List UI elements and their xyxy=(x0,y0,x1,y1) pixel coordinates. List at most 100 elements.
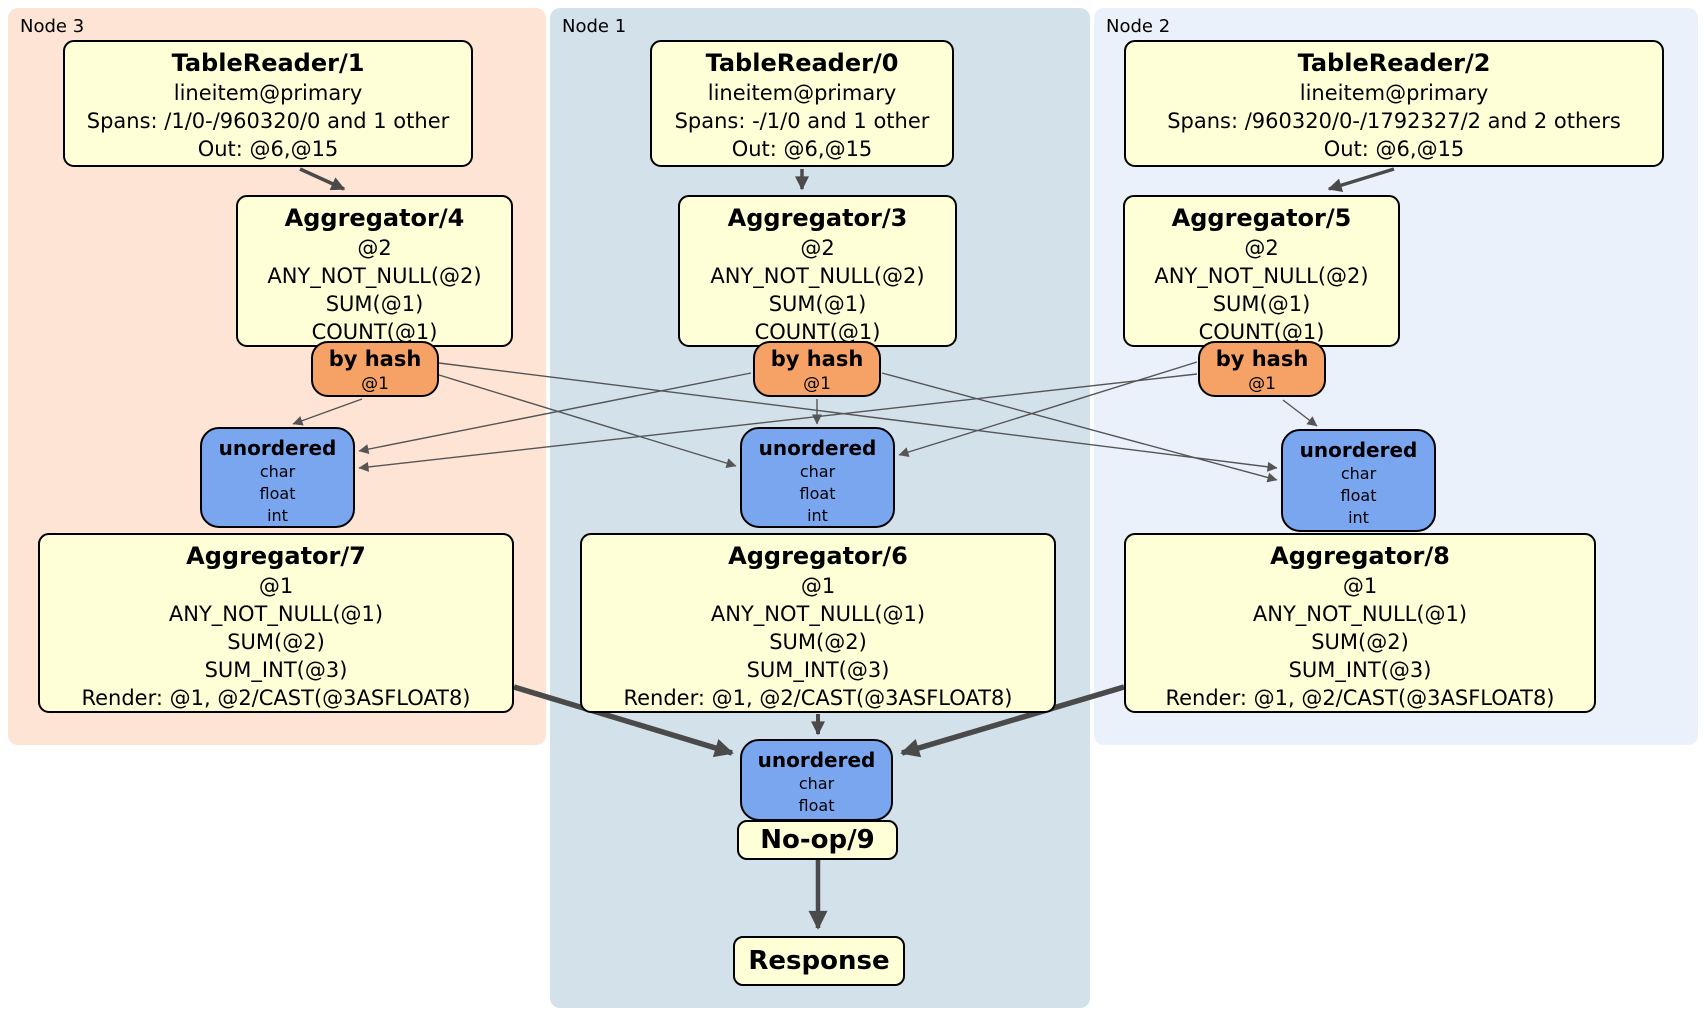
detail-line: Render: @1, @2/CAST(@3ASFLOAT8) xyxy=(81,686,471,710)
detail-line: SUM(@1) xyxy=(325,292,424,316)
processor-title: Aggregator/5 xyxy=(1171,204,1352,232)
detail-line: SUM_INT(@3) xyxy=(204,658,348,682)
edge-hash5-to-sync7 xyxy=(358,373,1198,472)
detail-line: COUNT(@1) xyxy=(311,320,438,344)
detail-line: char xyxy=(259,462,296,481)
edge-tr1-to-agg4 xyxy=(299,167,346,191)
detail-line: SUM(@2) xyxy=(1311,630,1409,654)
edge-hash5-to-sync6 xyxy=(898,361,1198,457)
processor-title: TableReader/0 xyxy=(705,49,899,77)
detail-line: Render: @1, @2/CAST(@3ASFLOAT8) xyxy=(1165,686,1555,710)
router-details: @1 xyxy=(1200,373,1324,395)
detail-line: Out: @6,@15 xyxy=(197,137,339,161)
detail-line: SUM(@2) xyxy=(227,630,325,654)
detail-line: float xyxy=(259,484,296,503)
region-node2-label: Node 2 xyxy=(1106,16,1171,37)
edge-hash4-to-sync6 xyxy=(438,374,737,468)
detail-line: char xyxy=(798,774,835,793)
edge-hash3-to-sync7 xyxy=(358,372,752,455)
edge-hash3-to-sync8 xyxy=(881,372,1278,483)
detail-line: @1 xyxy=(800,574,836,598)
region-node3-label: Node 3 xyxy=(20,16,85,37)
processor-title: Aggregator/7 xyxy=(186,542,366,570)
detail-line: char xyxy=(799,462,836,481)
router-by-hash-3: by hash @1 xyxy=(753,341,881,397)
detail-line: @2 xyxy=(357,236,392,260)
detail-line: lineitem@primary xyxy=(1299,81,1489,105)
sync-title: unordered xyxy=(218,436,337,460)
detail-line: @1 xyxy=(361,374,389,394)
router-by-hash-4: by hash @1 xyxy=(311,341,439,397)
detail-line: @2 xyxy=(800,236,835,260)
processor-title: Aggregator/6 xyxy=(728,542,908,570)
router-by-hash-5: by hash @1 xyxy=(1198,341,1326,397)
processor-title: TableReader/2 xyxy=(1297,49,1491,77)
edge-agg8-to-final-sync xyxy=(900,684,1125,758)
sync-title: unordered xyxy=(1299,438,1418,462)
region-node1-label: Node 1 xyxy=(562,16,627,37)
detail-line: Spans: /960320/0-/1792327/2 and 2 others xyxy=(1167,109,1621,133)
detail-line: ANY_NOT_NULL(@1) xyxy=(168,602,384,626)
detail-line: SUM(@1) xyxy=(768,292,867,316)
sync-title: unordered xyxy=(758,436,877,460)
processor-title: Aggregator/8 xyxy=(1270,542,1450,570)
sync-details: char float int xyxy=(1283,463,1434,529)
processor-title: Response xyxy=(748,946,890,976)
detail-line: SUM(@1) xyxy=(1212,292,1311,316)
detail-line: COUNT(@1) xyxy=(754,320,881,344)
detail-line: SUM(@2) xyxy=(769,630,867,654)
detail-line: lineitem@primary xyxy=(173,81,363,105)
sync-title: unordered xyxy=(757,748,876,772)
detail-line: COUNT(@1) xyxy=(1198,320,1325,344)
sync-unordered-8: unordered char float int xyxy=(1281,429,1436,532)
router-details: @1 xyxy=(755,373,879,395)
edge-hash4-to-sync8 xyxy=(438,362,1278,472)
detail-line: float xyxy=(798,796,835,815)
processor-title: TableReader/1 xyxy=(171,49,365,77)
detail-line: char xyxy=(1340,464,1377,483)
detail-line: float xyxy=(799,484,836,503)
detail-line: @1 xyxy=(1342,574,1378,598)
router-title: by hash xyxy=(1215,347,1309,371)
router-title: by hash xyxy=(770,347,864,371)
detail-line: Spans: -/1/0 and 1 other xyxy=(674,109,930,133)
detail-line: @1 xyxy=(1248,374,1276,394)
detail-line: Spans: /1/0-/960320/0 and 1 other xyxy=(86,109,450,133)
processor-title: Aggregator/4 xyxy=(284,204,465,232)
detail-line: @2 xyxy=(1244,236,1279,260)
detail-line: ANY_NOT_NULL(@2) xyxy=(1154,264,1369,288)
processor-noop-9: No-op/9 xyxy=(737,820,898,860)
detail-line: int xyxy=(1348,508,1369,527)
detail-line: float xyxy=(1340,486,1377,505)
detail-line: ANY_NOT_NULL(@2) xyxy=(710,264,925,288)
sync-unordered-final: unordered char float xyxy=(740,739,893,821)
processor-response: Response xyxy=(733,936,905,986)
edge-tr2-to-agg5 xyxy=(1327,167,1395,192)
processor-title: No-op/9 xyxy=(760,825,875,855)
detail-line: ANY_NOT_NULL(@1) xyxy=(710,602,926,626)
detail-line: SUM_INT(@3) xyxy=(1288,658,1432,682)
edge-agg7-to-final-sync xyxy=(513,684,734,758)
detail-line: ANY_NOT_NULL(@2) xyxy=(267,264,482,288)
detail-line: ANY_NOT_NULL(@1) xyxy=(1252,602,1468,626)
